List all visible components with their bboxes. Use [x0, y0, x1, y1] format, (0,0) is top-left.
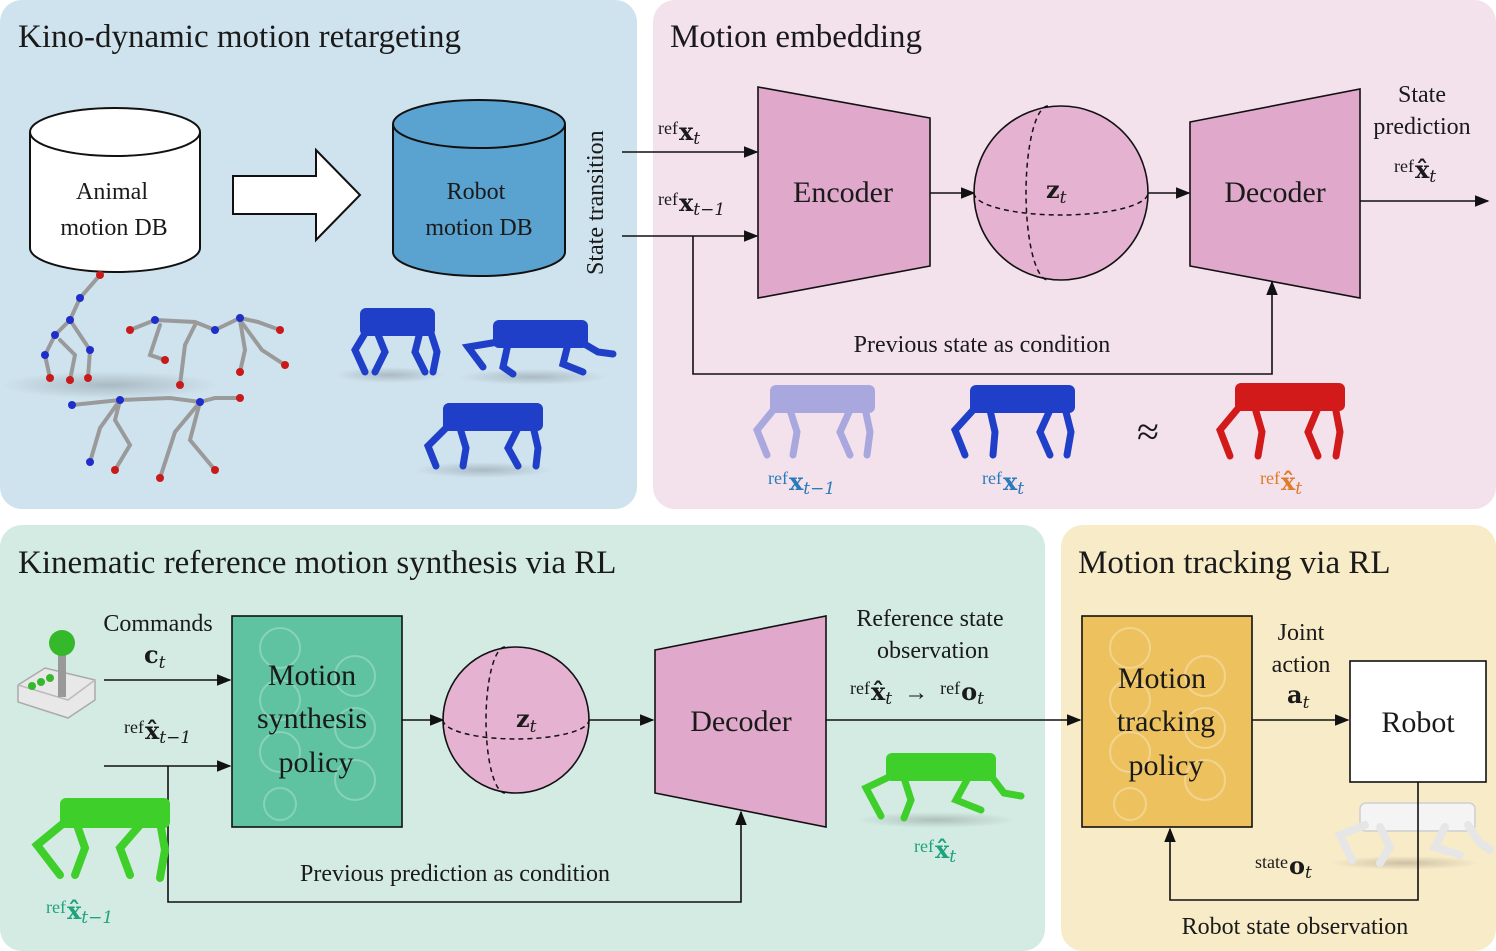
robot-blue-3 — [413, 403, 553, 478]
encoder-block — [757, 86, 931, 299]
state-prediction-label-2: prediction — [1373, 114, 1470, 140]
input-ref-x-t: refxt — [658, 117, 700, 149]
robot-label-ref-x-hat-t: refx̂t — [1260, 467, 1302, 499]
condition-label-synthesis: Previous prediction as condition — [300, 861, 610, 887]
approx-symbol: ≈ — [1137, 409, 1159, 454]
robot-label-ref-x-hat-t-green: refx̂t — [914, 835, 956, 867]
animal-db-label-2: motion DB — [60, 215, 167, 241]
commands-c-t: ct — [144, 640, 166, 673]
input-ref-x-t-1: refxt−1 — [658, 188, 725, 220]
input-ref-x-hat-t-1-synth: refx̂t−1 — [124, 716, 191, 748]
robot-db-label-2: motion DB — [425, 215, 532, 241]
robot-label-ref-x-hat-t-1-green: refx̂t−1 — [46, 896, 113, 928]
animal-skeletons-illustration — [0, 273, 287, 480]
svg-text:refxt: refxt — [658, 117, 700, 149]
blue-robots-illustration — [335, 308, 617, 478]
embedding-title: Motion embedding — [670, 19, 922, 55]
robot-label-ref-x-t-1: refxt−1 — [768, 467, 835, 499]
robot-db-label-1: Robot — [447, 179, 506, 205]
encoder-label: Encoder — [793, 176, 893, 209]
retarget-arrow — [232, 147, 362, 243]
synthesis-policy-label-2: synthesis — [257, 702, 367, 735]
latent-z-label: zt — [1046, 175, 1067, 208]
robot-block — [1349, 660, 1487, 783]
robot-label-ref-x-t: refxt — [982, 467, 1024, 499]
state-prediction-label-1: State — [1398, 82, 1446, 108]
tracking-policy-label-2: tracking — [1117, 705, 1215, 738]
robot-block-label: Robot — [1381, 706, 1455, 739]
robot-blue-1 — [335, 308, 445, 383]
animal-db-label-1: Animal — [76, 179, 148, 205]
commands-label: Commands — [103, 611, 212, 637]
joint-action-label-2: action — [1272, 652, 1331, 678]
condition-path-synthesis — [167, 766, 747, 903]
tracking-policy-block — [1081, 615, 1253, 828]
output-ref-x-hat-t: refx̂t — [1394, 155, 1436, 187]
state-transition-label: State transition — [583, 130, 609, 275]
robot-red-embedding — [1215, 383, 1345, 460]
synthesis-policy-label-3: policy — [279, 746, 354, 779]
robot-state-obs-label: Robot state observation — [1182, 914, 1409, 940]
latent-z-label-synth: zt — [516, 704, 537, 737]
decoder-block — [1189, 88, 1361, 299]
condition-path-embedding — [692, 236, 1278, 375]
robot-db-cylinder — [392, 99, 566, 277]
synthesis-policy-label-1: Motion — [268, 659, 356, 692]
robot-faded-blue — [752, 385, 875, 459]
svg-text:refxt−1: refxt−1 — [658, 188, 725, 220]
joint-action-a-t: at — [1287, 680, 1310, 713]
tracking-policy-label-3: policy — [1129, 749, 1204, 782]
synthesis-title: Kinematic reference motion synthesis via… — [18, 545, 616, 581]
nn-watermark-track — [1109, 627, 1226, 821]
skeleton-joints — [41, 271, 289, 482]
robot-blue-2 — [458, 320, 617, 385]
robot-blue-embedding — [950, 385, 1075, 459]
joint-action-label-1: Joint — [1278, 620, 1325, 646]
decoder-block-synth — [654, 615, 827, 828]
state-o-t-label: stateot — [1255, 851, 1312, 883]
condition-label-embedding: Previous state as condition — [854, 332, 1111, 358]
joystick-icon — [17, 630, 96, 719]
ref-x-hat-to-ref-o: refx̂t→refot — [850, 677, 984, 709]
ref-state-obs-label-1: Reference state — [856, 606, 1003, 632]
tracking-policy-label-1: Motion — [1118, 662, 1206, 695]
robot-green-left — [31, 798, 170, 882]
feedback-path-tracking — [1164, 782, 1419, 901]
synthesis-policy-block — [231, 615, 403, 828]
robot-green-right — [856, 753, 1025, 828]
decoder-label-synth: Decoder — [690, 705, 792, 738]
nn-watermark-synth — [259, 627, 376, 821]
tracking-title: Motion tracking via RL — [1078, 545, 1391, 581]
retargeting-title: Kino-dynamic motion retargeting — [18, 19, 461, 55]
latent-sphere-synth — [442, 646, 590, 794]
ref-state-obs-label-2: observation — [877, 638, 989, 664]
decoder-label: Decoder — [1224, 176, 1326, 209]
animal-db-cylinder — [29, 107, 201, 273]
